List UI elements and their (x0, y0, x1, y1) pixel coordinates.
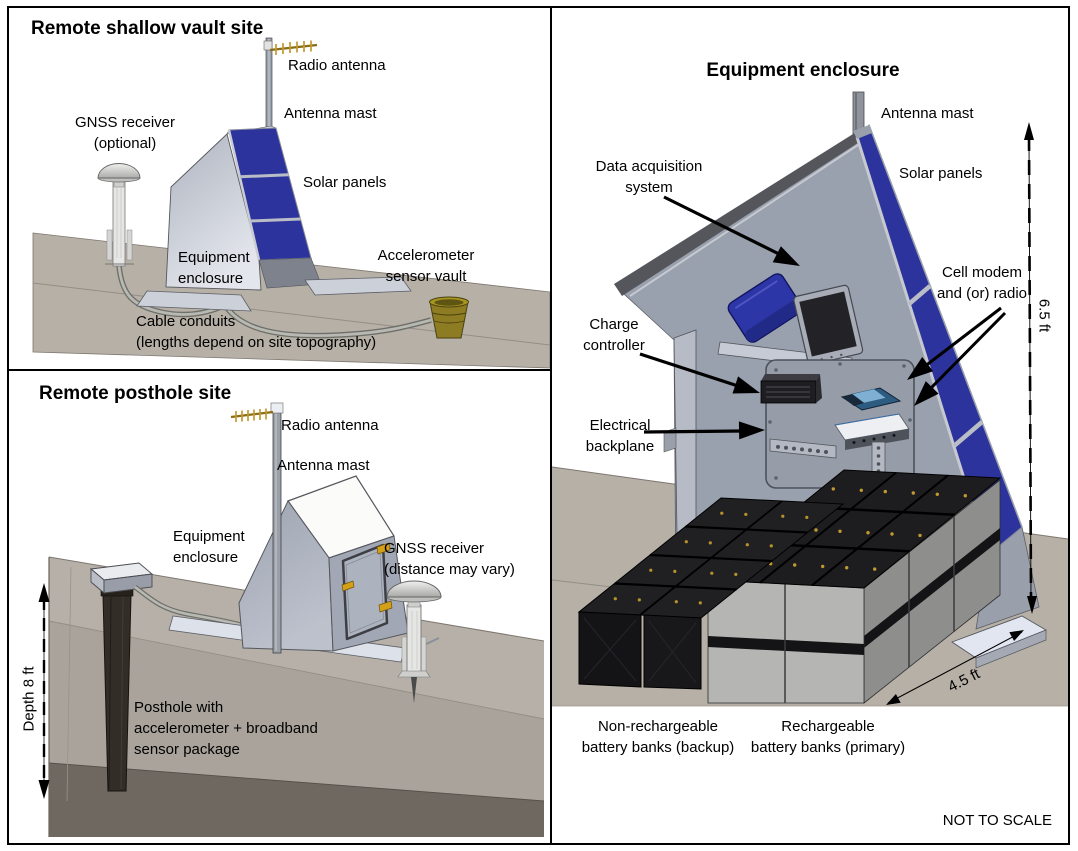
label-backup-batteries: Non-rechargeable battery banks (backup) (581, 718, 735, 756)
cable-conduit-graphic (133, 585, 246, 629)
equipment-enclosure-graphic (136, 125, 412, 312)
label-not-to-scale: NOT TO SCALE (942, 812, 1052, 829)
label-antenna-mast: Antenna mast (881, 105, 974, 122)
label-electrical-backplane: Electrical backplane (585, 417, 655, 455)
accelerometer-sensor-vault-graphic (429, 296, 469, 339)
radio-antenna-icon (230, 408, 274, 422)
width-dimension (886, 630, 1024, 705)
leader-arrows (639, 195, 1007, 440)
label-posthole-package: Posthole with accelerometer + broadband … (134, 699, 318, 758)
depth-dimension (38, 583, 50, 799)
cell-modem-graphic (840, 387, 902, 411)
panel-divider-horizontal (7, 369, 552, 371)
label-cable-conduits: Cable conduits (lengths depend on site t… (136, 313, 377, 351)
door-handle-icon (341, 580, 355, 592)
equipment-enclosure-illustration (552, 91, 1068, 707)
panel-title: Equipment enclosure (706, 60, 900, 81)
panel-equipment-enclosure: Equipment enclosure Antenna mast Solar p… (552, 8, 1068, 841)
label-primary-batteries: Rechargeable battery banks (primary) (750, 718, 906, 756)
hinge-icon (378, 600, 393, 613)
label-radio-antenna: Radio antenna (281, 417, 379, 434)
base-sill-graphic (951, 615, 1048, 669)
panel-remote-posthole-site: Remote posthole site Radio antenna Anten… (9, 371, 550, 841)
antenna-mast-graphic (270, 402, 284, 654)
label-data-acquisition: Data acquisition system (595, 158, 703, 196)
charge-controller-graphic (760, 374, 822, 404)
label-antenna-mast: Antenna mast (284, 105, 377, 122)
label-charge-controller: Charge controller (583, 316, 645, 354)
radio-graphic (834, 413, 910, 450)
label-solar-panels: Solar panels (303, 174, 387, 191)
label-depth-8ft: Depth 8 ft (20, 666, 38, 732)
label-equipment-enclosure: Equipment enclosure (173, 528, 245, 566)
label-height-6-5ft: 6.5 ft (1035, 298, 1053, 333)
label-antenna-mast: Antenna mast (277, 457, 370, 474)
label-equipment-enclosure: Equipment enclosure (178, 249, 250, 287)
posthole-illustration (38, 402, 545, 837)
radio-antenna-icon (269, 40, 318, 55)
panel-divider-vertical (550, 6, 552, 844)
height-dimension (1024, 122, 1037, 614)
shallow-vault-illustration (32, 37, 550, 369)
equipment-enclosure-graphic (168, 475, 440, 663)
label-cell-modem: Cell modem and (or) radio (936, 264, 1028, 302)
panel-remote-shallow-vault-site: Remote shallow vault site Radio antenna … (9, 8, 550, 369)
ground-surface (32, 232, 550, 369)
label-solar-panels: Solar panels (899, 165, 983, 182)
gnss-receiver-graphic (97, 163, 141, 267)
label-gnss-receiver: GNSS receiver (optional) (74, 114, 176, 152)
label-radio-antenna: Radio antenna (288, 57, 386, 74)
antenna-mast-graphic (263, 37, 273, 141)
panel-title: Remote posthole site (39, 383, 232, 404)
din-rail-graphic (769, 438, 886, 476)
cable-conduits-graphic (116, 265, 432, 339)
data-acquisition-system-graphic (793, 284, 864, 366)
label-accelerometer-vault: Accelerometer sensor vault (377, 247, 475, 285)
gnss-receiver-graphic (386, 580, 442, 703)
non-rechargeable-battery-bank-graphic (577, 497, 845, 690)
figure-border (7, 6, 1070, 845)
hinge-icon (376, 542, 391, 555)
panel-title: Remote shallow vault site (31, 18, 264, 39)
label-gnss-receiver: GNSS receiver (distance may vary) (384, 540, 515, 578)
enclosure-door (341, 542, 393, 641)
battery-box-blue (727, 273, 803, 343)
